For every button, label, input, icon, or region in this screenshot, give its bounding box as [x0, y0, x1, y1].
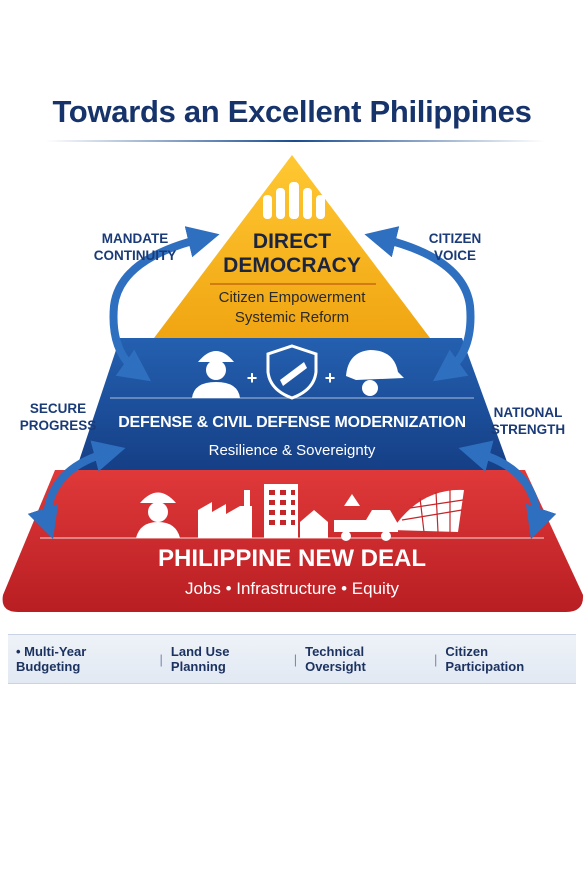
label-mandate-line2: CONTINUITY [93, 248, 177, 263]
solar-panel-icon [392, 489, 464, 533]
tier-top-heading: DIRECT DEMOCRACY [192, 230, 392, 278]
house-icon [300, 510, 328, 538]
label-secure-line2: PROGRESS [19, 418, 97, 433]
tier-top-subtitle: Citizen Empowerment Systemic Reform [192, 288, 392, 328]
footer-item-land-use: Land Use Planning [170, 644, 230, 674]
vehicle-icon [334, 494, 398, 541]
label-secure-progress: SECURE PROGRESS [8, 400, 108, 434]
page-title: Towards an Excellent Philippines [52, 94, 532, 129]
footer-separator: | [293, 651, 298, 667]
label-citizen-voice: CITIZEN VOICE [400, 230, 510, 264]
label-mandate-continuity: MANDATE CONTINUITY [80, 230, 190, 264]
arrow-mandate-continuity [109, 226, 220, 382]
label-secure-line1: SECURE [29, 401, 87, 416]
label-national-strength: NATIONAL STRENGTH [476, 404, 580, 438]
building-icon [264, 484, 298, 538]
tier-bottom-heading: PHILIPPINE NEW DEAL [157, 545, 427, 572]
tier-top-sub-line1: Citizen Empowerment [218, 289, 366, 306]
label-citizen-line2: VOICE [433, 248, 476, 263]
arrow-citizen-voice [364, 226, 475, 382]
tier-top-shape [154, 155, 430, 338]
footer-item-budgeting: • Multi-Year Budgeting [16, 644, 87, 674]
tier-top-heading-line2: DEMOCRACY [223, 254, 361, 277]
tier-middle-subtitle: Resilience & Sovereignty [208, 442, 376, 459]
arrow-national-strength [458, 440, 557, 540]
tier-top-heading-line1: DIRECT [252, 230, 332, 253]
cycle-arrows [27, 226, 557, 540]
footer-item-oversight: Technical Oversight [305, 644, 366, 674]
factory-icon [198, 490, 252, 538]
title-divider [45, 140, 545, 142]
shield-icon [266, 344, 318, 400]
tier-middle-heading: DEFENSE & CIVIL DEFENSE MODERNIZATION [118, 414, 466, 431]
footer-item-participation: Citizen Participation [445, 644, 525, 674]
footer-separator: | [159, 651, 163, 667]
raised-hands-icon [263, 182, 325, 219]
label-national-line1: NATIONAL [493, 405, 563, 420]
arrow-secure-progress [27, 440, 126, 540]
label-mandate-line1: MANDATE [101, 231, 169, 246]
label-national-line2: STRENGTH [490, 422, 566, 437]
tier-top-sub-line2: Systemic Reform [234, 309, 350, 326]
label-citizen-line1: CITIZEN [428, 231, 482, 246]
worker-icon [136, 492, 180, 538]
footer-separator: | [434, 651, 438, 667]
footer-bar: • Multi-Year Budgeting | Land Use Planni… [8, 634, 576, 684]
plus-sign-1: + [246, 368, 258, 388]
tier-bottom-subtitle: Jobs • Infrastructure • Equity [184, 579, 400, 598]
plus-sign-2: + [324, 368, 336, 388]
